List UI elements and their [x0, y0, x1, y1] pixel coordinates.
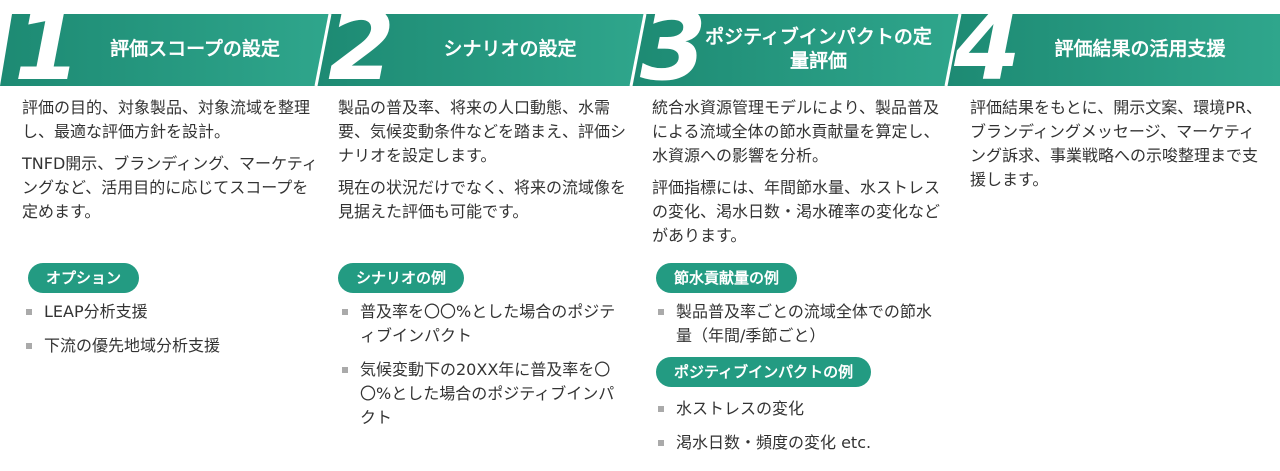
step-3-band — [631, 14, 960, 86]
list-item: 気候変動下の20XX年に普及率を〇〇%とした場合のポジティブインパクト — [340, 358, 630, 430]
list-item: 普及率を〇〇%とした場合のポジティブインパクト — [340, 300, 630, 348]
step-1-paragraph: 評価の目的、対象製品、対象流域を整理し、最適な評価方針を設計。 — [22, 98, 311, 141]
step-3-list-1: 製品普及率ごとの流域全体での節水量（年間/季節ごと） — [656, 300, 946, 358]
step-4-number: 4 — [954, 0, 1021, 102]
step-4-band — [946, 14, 1280, 86]
header-band — [0, 14, 1280, 86]
step-3-title: ポジティブインパクトの定量評価 — [705, 26, 932, 72]
step-3-paragraph: 評価指標には、年間節水量、水ストレスの変化、渇水日数・渇水確率の変化などがありま… — [652, 178, 941, 245]
step-4-title: 評価結果の活用支援 — [1054, 38, 1226, 61]
step-1-group-label: オプション — [28, 263, 140, 293]
step-1-paragraph: TNFD開示、ブランディング、マーケティングなど、活用目的に応じてスコープを定め… — [22, 154, 318, 221]
step-3-paragraph: 統合水資源管理モデルにより、製品普及による流域全体の節水貢献量を算定し、水資源へ… — [652, 98, 940, 165]
list-item: 渇水日数・頻度の変化 etc. — [656, 431, 946, 455]
step-3-group-1-label: 節水貢献量の例 — [656, 263, 798, 293]
step-1-title: 評価スコープの設定 — [110, 38, 280, 61]
step-2-paragraph: 現在の状況だけでなく、将来の流域像を見据えた評価も可能です。 — [338, 178, 627, 221]
step-1-description: 評価の目的、対象製品、対象流域を整理し、最適な評価方針を設計。 TNFD開示、ブ… — [22, 96, 322, 232]
step-2-description: 製品の普及率、将来の人口動態、水需要、気候変動条件などを踏まえ、評価シナリオを設… — [338, 96, 638, 232]
step-4-paragraph: 評価結果をもとに、開示文案、環境PR、ブランディングメッセージ、マーケティング訴… — [970, 98, 1262, 189]
step-2-title: シナリオの設定 — [443, 38, 577, 61]
step-3-list-2: 水ストレスの変化 渇水日数・頻度の変化 etc. — [656, 397, 946, 465]
list-item: 製品普及率ごとの流域全体での節水量（年間/季節ごと） — [656, 300, 946, 348]
list-item: 水ストレスの変化 — [656, 397, 946, 421]
step-2-number: 2 — [328, 0, 395, 102]
list-item: 下流の優先地域分析支援 — [24, 334, 314, 358]
step-1-list: LEAP分析支援 下流の優先地域分析支援 — [24, 300, 314, 368]
step-3-group-2-label: ポジティブインパクトの例 — [656, 357, 872, 387]
step-1-band — [0, 14, 330, 86]
step-1-number: 1 — [14, 0, 81, 102]
step-2-paragraph: 製品の普及率、将来の人口動態、水需要、気候変動条件などを踏まえ、評価シナリオを設… — [338, 98, 627, 165]
steps-header: 1 評価スコープの設定 2 シナリオの設定 3 ポジティブインパクトの定量評価 … — [0, 0, 1280, 94]
step-3-number: 3 — [640, 0, 707, 102]
step-2-band — [316, 14, 645, 86]
list-item: LEAP分析支援 — [24, 300, 314, 324]
step-2-group-label: シナリオの例 — [338, 263, 465, 293]
step-4-description: 評価結果をもとに、開示文案、環境PR、ブランディングメッセージ、マーケティング訴… — [970, 96, 1265, 200]
step-3-description: 統合水資源管理モデルにより、製品普及による流域全体の節水貢献量を算定し、水資源へ… — [652, 96, 948, 256]
step-2-list: 普及率を〇〇%とした場合のポジティブインパクト 気候変動下の20XX年に普及率を… — [340, 300, 630, 440]
